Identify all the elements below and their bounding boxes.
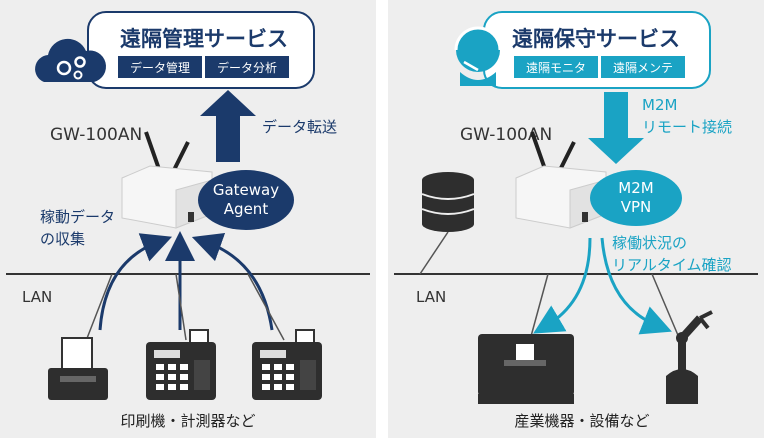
fax-machine-icon-1 [146,329,216,400]
remote-label-line2: リモート接続 [642,118,732,136]
robot-arm-icon [666,310,713,404]
left-gateway-device [121,131,213,229]
right-cloud-tag-1: 遠隔モニタ [526,61,586,75]
remote-connect-arrow [588,92,644,164]
right-bottom-caption: 産業機器・設備など [514,412,649,430]
data-transfer-label: データ転送 [262,118,337,136]
left-bottom-caption: 印刷機・計測器など [120,412,255,430]
right-cloud-title: 遠隔保守サービス [512,27,680,51]
right-tag-bg-1 [514,56,598,78]
right-cloud-service: 遠隔保守サービス 遠隔モニタ 遠隔メンテ [483,11,711,89]
data-transfer-arrow [200,90,256,162]
right-lan-label: LAN [416,288,446,306]
left-cloud-tag-1: データ管理 [130,60,190,75]
left-cloud-service: 遠隔管理サービス データ管理 データ分析 [87,11,315,89]
right-gateway-device [515,131,607,229]
industrial-machine-icon [478,334,574,404]
left-tag-bg-1 [118,56,202,78]
m2m-badge-line1: M2M [618,179,653,197]
m2m-badge-line2: VPN [621,198,652,216]
left-lan-label: LAN [22,288,52,306]
printer-icon [48,337,108,400]
status-label-line2: リアルタイム確認 [612,256,732,274]
collect-label-line2: の収集 [40,230,85,248]
left-cloud-title: 遠隔管理サービス [120,27,288,51]
left-tag-bg-2 [205,56,289,78]
database-icon [421,172,475,232]
right-monitor-arrows [533,237,672,335]
fax-machine-icon-2 [252,329,322,400]
m2m-vpn-badge: M2M VPN [590,170,682,226]
left-cloud-tag-2: データ分析 [217,60,277,75]
left-lan-drops [83,273,285,347]
gateway-badge-line1: Gateway [213,181,279,199]
remote-label-line1: M2M [642,96,677,114]
left-device-model: GW-100AN [50,125,142,145]
left-collect-arrows [98,231,274,331]
operator-headset-icon [454,26,502,86]
gateway-agent-badge: Gateway Agent [198,170,294,230]
gateway-badge-line2: Agent [224,200,269,218]
right-device-model: GW-100AN [460,125,552,145]
right-cloud-tag-2: 遠隔メンテ [613,61,673,75]
collect-label-line1: 稼動データ [40,208,115,226]
status-label-line1: 稼働状況の [612,234,687,252]
cloud-gear-icon [35,38,107,82]
right-tag-bg-2 [601,56,685,78]
